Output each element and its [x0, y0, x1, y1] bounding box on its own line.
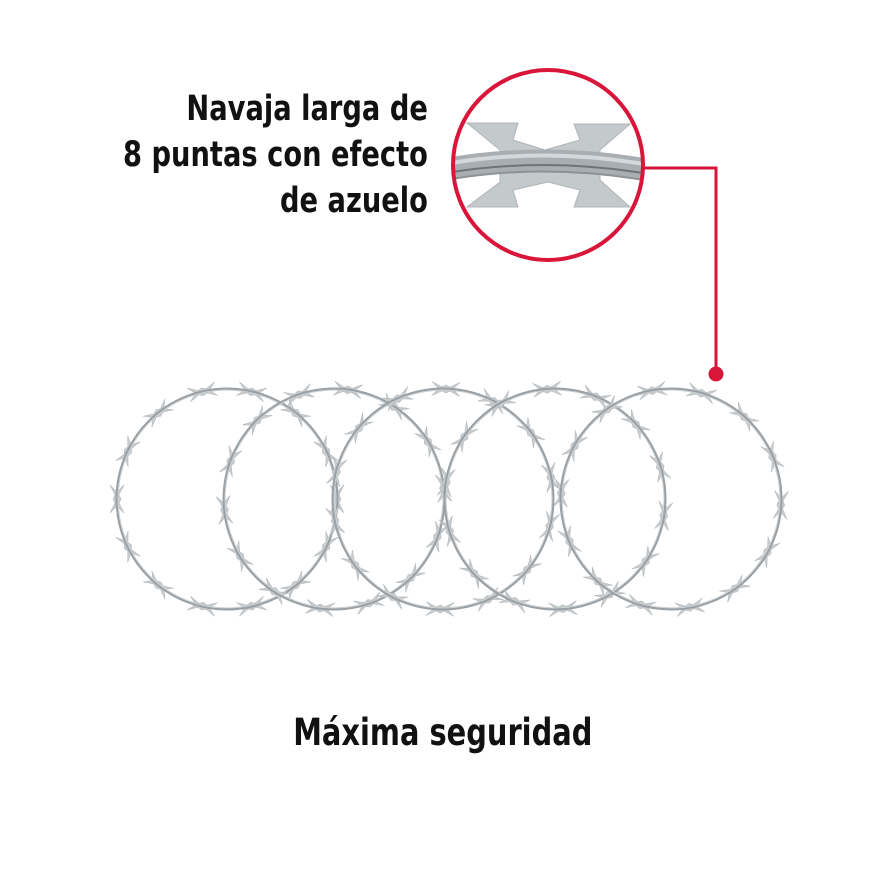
feature-callout-text: Navaja larga de 8 puntas con efecto de a… — [123, 86, 428, 224]
coil-loop — [553, 381, 789, 617]
callout-anchor-dot — [708, 366, 724, 382]
caption: Máxima seguridad — [0, 708, 885, 758]
callout-line-3: de azuelo — [280, 181, 428, 221]
coil-loop — [436, 381, 674, 617]
coil-loop — [109, 381, 345, 617]
zoom-detail-blade — [451, 68, 645, 262]
coil-loop — [325, 381, 561, 617]
caption-text: Máxima seguridad — [292, 711, 593, 754]
callout-line-2: 8 puntas con efecto — [123, 135, 428, 175]
callout-line-1: Navaja larga de — [186, 89, 428, 129]
callout-leader-line — [643, 166, 724, 382]
zoom-circle-outline — [451, 68, 645, 262]
razor-wire-coils — [109, 380, 789, 618]
